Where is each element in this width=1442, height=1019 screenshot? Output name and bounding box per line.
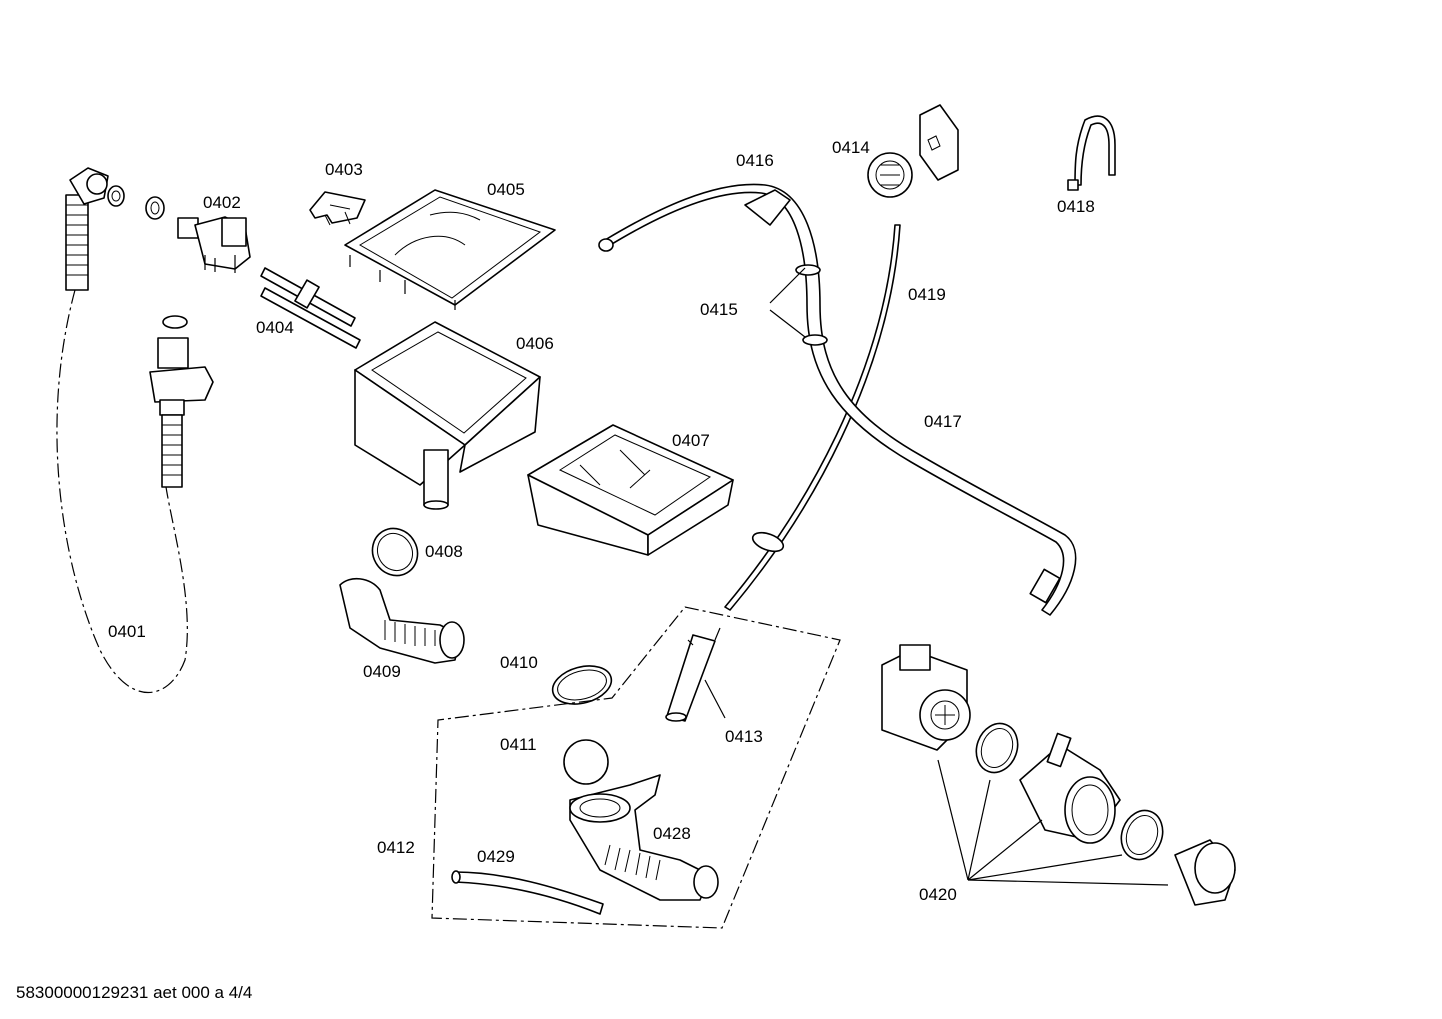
- label-0428: 0428: [653, 824, 691, 843]
- label-0405: 0405: [487, 180, 525, 199]
- part-0429-small-hose: [451, 870, 604, 915]
- label-0429: 0429: [477, 847, 515, 866]
- label-0415: 0415: [700, 300, 738, 319]
- part-0402-inlet-valve: [177, 216, 251, 273]
- label-0401: 0401: [108, 622, 146, 641]
- part-0403-clip: [309, 191, 366, 226]
- part-0411-ball: [563, 739, 609, 785]
- part-0412-boundary: [431, 606, 841, 929]
- part-0428-sump-hose: [569, 774, 719, 901]
- label-0414: 0414: [832, 138, 870, 157]
- label-0412: 0412: [377, 838, 415, 857]
- label-0420: 0420: [919, 885, 957, 904]
- part-0420-drain-pump: [881, 644, 1236, 906]
- part-0410-ring: [551, 665, 613, 705]
- label-0418: 0418: [1057, 197, 1095, 216]
- label-0409: 0409: [363, 662, 401, 681]
- label-0403: 0403: [325, 160, 363, 179]
- part-0417-drain-hose: [598, 183, 1077, 616]
- part-0404-hoses: [260, 267, 361, 349]
- label-0416: 0416: [736, 151, 774, 170]
- label-0406: 0406: [516, 334, 554, 353]
- label-0417: 0417: [924, 412, 962, 431]
- label-0407: 0407: [672, 431, 710, 450]
- document-footer: 58300000129231 aet 000 a 4/4: [16, 983, 252, 1002]
- label-0410: 0410: [500, 653, 538, 672]
- part-0406-dispenser-housing: [354, 321, 541, 510]
- part-0401-inlet-hose: [56, 167, 214, 693]
- part-0418-clip: [1067, 115, 1116, 191]
- label-0404: 0404: [256, 318, 294, 337]
- part-0405-dispenser-lid: [344, 189, 556, 310]
- part-0408-gasket: [371, 527, 419, 577]
- part-0414-pressure-switch: [867, 104, 959, 198]
- label-0408: 0408: [425, 542, 463, 561]
- leader-lines: [704, 267, 1169, 886]
- part-0419-pressure-hose: [724, 224, 901, 611]
- label-0419: 0419: [908, 285, 946, 304]
- part-0407-detergent-drawer: [527, 424, 734, 556]
- part-0409-bellows-hose: [339, 577, 465, 664]
- label-0413: 0413: [725, 727, 763, 746]
- label-0402: 0402: [203, 193, 241, 212]
- label-0411: 0411: [500, 735, 537, 754]
- part-0413-pressure-chamber: [665, 627, 721, 722]
